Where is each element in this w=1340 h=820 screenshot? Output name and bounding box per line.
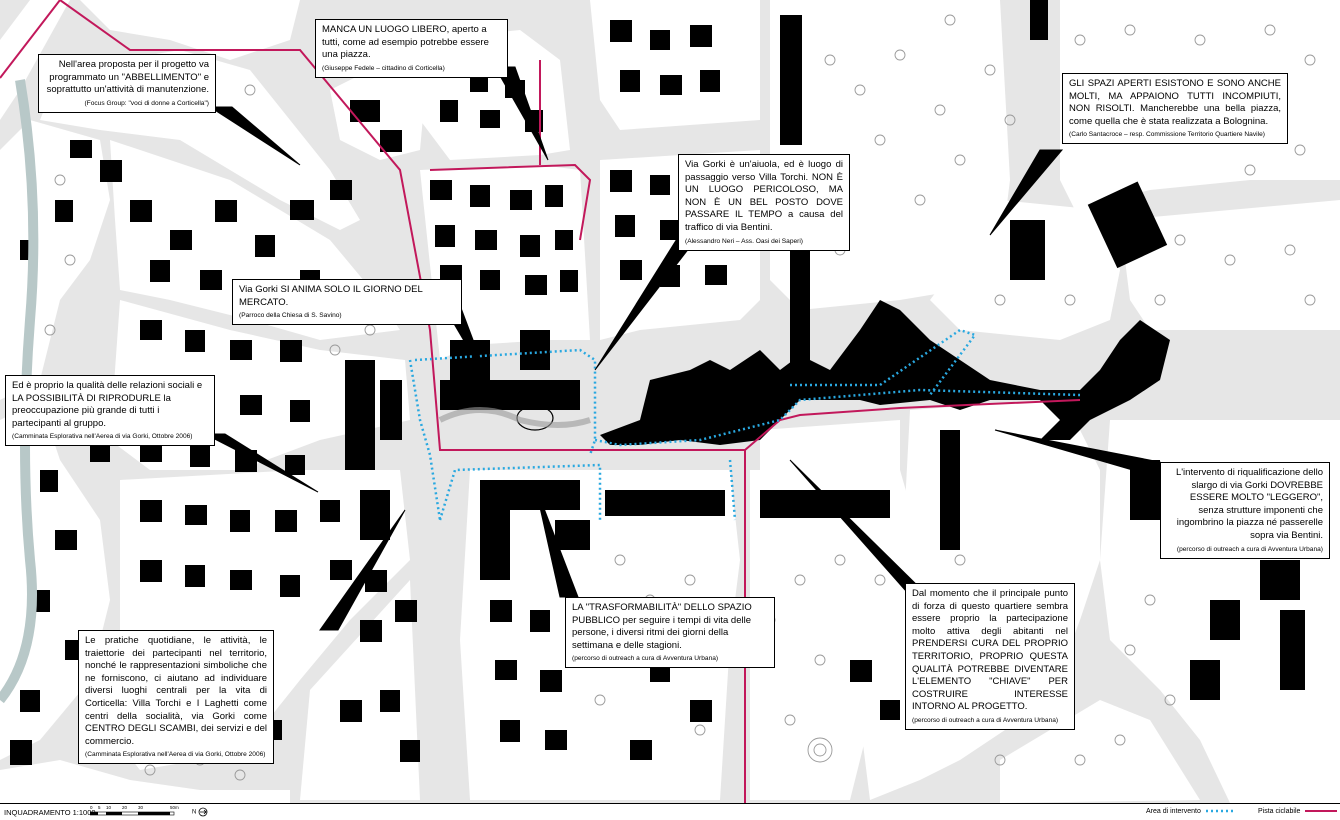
scale-tick-label: 5: [98, 805, 101, 810]
market-area: [438, 407, 591, 428]
callout-text: L'intervento di riqualificazione dello s…: [1175, 467, 1323, 541]
callout-text: Nell'area proposta per il progetto va pr…: [46, 59, 209, 96]
intervention-area-outline: [408, 328, 1081, 521]
central-buildings: [600, 300, 1170, 445]
callout-source: (Camminata Esplorativa nell'Aerea di via…: [12, 433, 193, 441]
legend-dotted-line-icon: [1205, 809, 1236, 813]
scale-tick-label: 50m: [170, 805, 179, 810]
callout-prendersi-cura: Dal momento che il principale punto di f…: [905, 583, 1075, 730]
callout-text: MANCA UN LUOGO LIBERO, aperto a tutti, c…: [322, 24, 489, 61]
legend-solid-line-icon: [1305, 810, 1338, 813]
callout-source: (Alessandro Neri – Ass. Oasi dei Saperi): [685, 237, 804, 245]
scale-tick-label: 0: [90, 805, 93, 810]
callout-source: (Carlo Santacroce – resp. Commissione Te…: [1069, 131, 1265, 139]
north-arrow: N: [192, 807, 208, 817]
callout-pratiche-quotidiane: Le pratiche quotidiane, le attività, le …: [78, 630, 274, 765]
callout-text: Le pratiche quotidiane, le attività, le …: [85, 635, 267, 747]
callout-mercato: Via Gorki SI ANIMA SOLO IL GIORNO DEL ME…: [232, 279, 462, 326]
map-footer: INQUADRAMENTO 1:1000 0 5 10 20 30 50m N …: [0, 803, 1340, 820]
bike-path: [0, 0, 1081, 803]
callout-text: Ed è proprio la qualità delle relazioni …: [12, 380, 203, 429]
callout-trasformabilita: LA "TRASFORMABILITÀ" DELLO SPAZIO PUBBLI…: [565, 597, 775, 669]
callout-luogo-libero: MANCA UN LUOGO LIBERO, aperto a tutti, c…: [315, 19, 508, 78]
callout-leggero: L'intervento di riqualificazione dello s…: [1160, 462, 1330, 559]
callout-text: Dal momento che il principale punto di f…: [912, 588, 1068, 713]
callout-aiuola: Via Gorki è un'aiuola, ed è luogo di pas…: [678, 154, 850, 251]
scale-title: INQUADRAMENTO 1:1000: [4, 808, 96, 817]
callout-abbellimento: Nell'area proposta per il progetto va pr…: [38, 54, 216, 113]
north-arrow-icon: [198, 807, 208, 817]
callout-source: (Focus Group: "voci di donne a Corticell…: [84, 99, 209, 107]
callout-source: (Camminata Esplorativa nell'Aerea di via…: [85, 751, 266, 759]
scale-tick-label: 30: [138, 805, 144, 810]
callout-source: (percorso di outreach a cura di Avventur…: [912, 716, 1059, 724]
callout-pointers: [204, 66, 1161, 631]
callout-source: (percorso di outreach a cura di Avventur…: [1176, 545, 1323, 553]
scale-tick-label: 20: [122, 805, 128, 810]
callout-source: (percorso di outreach a cura di Avventur…: [572, 655, 719, 663]
callout-spazi-aperti: GLI SPAZI APERTI ESISTONO E SONO ANCHE M…: [1062, 73, 1288, 145]
legend-bike-path: Pista ciclabile: [1258, 808, 1338, 815]
legend-label: Pista ciclabile: [1258, 808, 1301, 815]
callout-text: Via Gorki è un'aiuola, ed è luogo di pas…: [685, 159, 843, 233]
scale-tick-label: 10: [106, 805, 112, 810]
callout-source: (Giuseppe Fedele – cittadino di Corticel…: [322, 64, 445, 72]
callout-source: (Parroco della Chiesa di S. Savino): [239, 312, 342, 320]
callout-text: Via Gorki SI ANIMA SOLO IL GIORNO DEL ME…: [239, 284, 423, 308]
callout-text: LA "TRASFORMABILITÀ" DELLO SPAZIO PUBBLI…: [572, 602, 752, 651]
callout-text: GLI SPAZI APERTI ESISTONO E SONO ANCHE M…: [1069, 78, 1281, 127]
scale-bar: 0 5 10 20 30 50m: [90, 805, 179, 816]
callout-relazioni-sociali: Ed è proprio la qualità delle relazioni …: [5, 375, 215, 447]
legend-intervention-area: Area di intervento: [1146, 808, 1236, 815]
legend-label: Area di intervento: [1146, 808, 1201, 815]
north-label: N: [192, 809, 197, 816]
